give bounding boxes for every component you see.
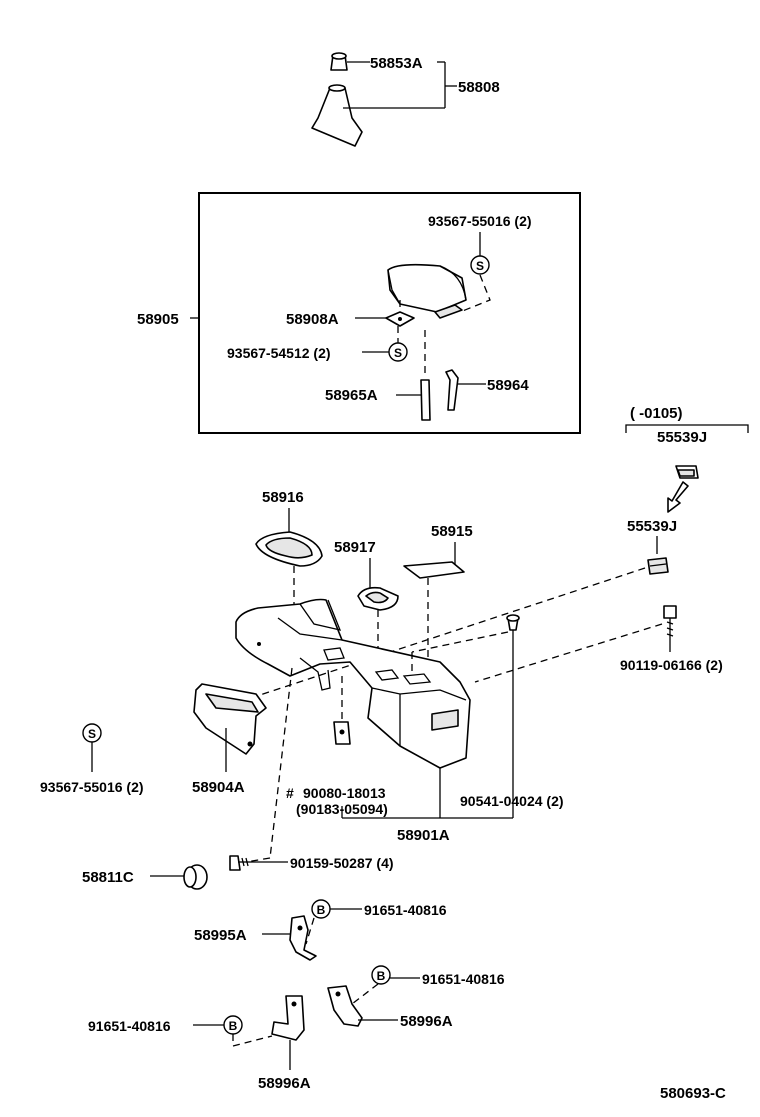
label-93567-55016-box: 93567-55016 (2) [428,213,532,229]
svg-text:B: B [317,903,326,917]
bracket-58996A-bottom-part [271,995,305,1041]
clip-new-part [647,557,669,575]
label-58904A: 58904A [192,779,245,796]
label-58996A-right: 58996A [400,1013,453,1030]
label-91651-40816-c: 91651-40816 [88,1018,171,1034]
label-91651-40816-a: 91651-40816 [364,902,447,918]
label-58901A: 58901A [397,827,450,844]
bolt-marker-icon [371,965,391,985]
shift-bezel-part [255,531,323,567]
shift-knob-part [330,52,348,71]
screw-90541-part [506,614,520,631]
clip-old-part [675,465,699,479]
label-58996A-bottom: 58996A [258,1075,311,1092]
side-panel-part [193,683,267,755]
grommet-part [183,864,208,890]
bolt-90119-part [663,605,677,640]
svg-text:B: B [229,1019,238,1033]
label-0105: ( -0105) [630,405,683,422]
label-55539J-top: 55539J [657,429,707,446]
label-91651-40816-b: 91651-40816 [422,971,505,987]
label-58853A: 58853A [370,55,423,72]
label-58917: 58917 [334,539,376,556]
hinge-plate-part [385,311,415,327]
armrest-kit-box [198,192,581,434]
label-90541-04024: 90541-04024 (2) [460,793,564,809]
label-58995A: 58995A [194,927,247,944]
nut-90080-part [333,721,351,745]
label-58905: 58905 [137,311,179,328]
label-93567-55016-low: 93567-55016 (2) [40,779,144,795]
screw-marker-icon [470,255,490,275]
label-58916: 58916 [262,489,304,506]
armrest-lid-part [387,263,467,319]
svg-text:B: B [377,969,386,983]
bracket-58996A-right-part [327,985,363,1027]
svg-text:S: S [394,346,402,360]
label-58915: 58915 [431,523,473,540]
armrest-link-part [420,379,431,421]
label-58811C: 58811C [82,869,134,886]
label-58908A: 58908A [286,311,339,328]
arrow-icon [667,481,689,513]
label-58964: 58964 [487,377,529,394]
svg-text:S: S [476,259,484,273]
armrest-stay-part [445,369,459,411]
console-mat-part [403,561,465,579]
hash-marker: # [286,785,294,801]
bracket-58995A-part [289,915,317,961]
shift-boot-part [311,84,363,147]
label-90159-50287: 90159-50287 (4) [290,855,394,871]
label-55539J: 55539J [627,518,677,535]
svg-text:S: S [88,727,96,741]
label-93567-54512: 93567-54512 (2) [227,345,331,361]
label-58965A: 58965A [325,387,378,404]
cup-holder-insert-part [357,586,399,611]
label-90119-06166: 90119-06166 (2) [620,657,723,673]
label-90080-18013: 90080-18013 [303,785,386,801]
diagram-code: 580693-C [660,1085,726,1102]
label-58808: 58808 [458,79,500,96]
bolt-90159-part [229,855,252,871]
console-body-part [235,598,471,769]
label-90183-05094: (90183-05094) [296,801,388,817]
